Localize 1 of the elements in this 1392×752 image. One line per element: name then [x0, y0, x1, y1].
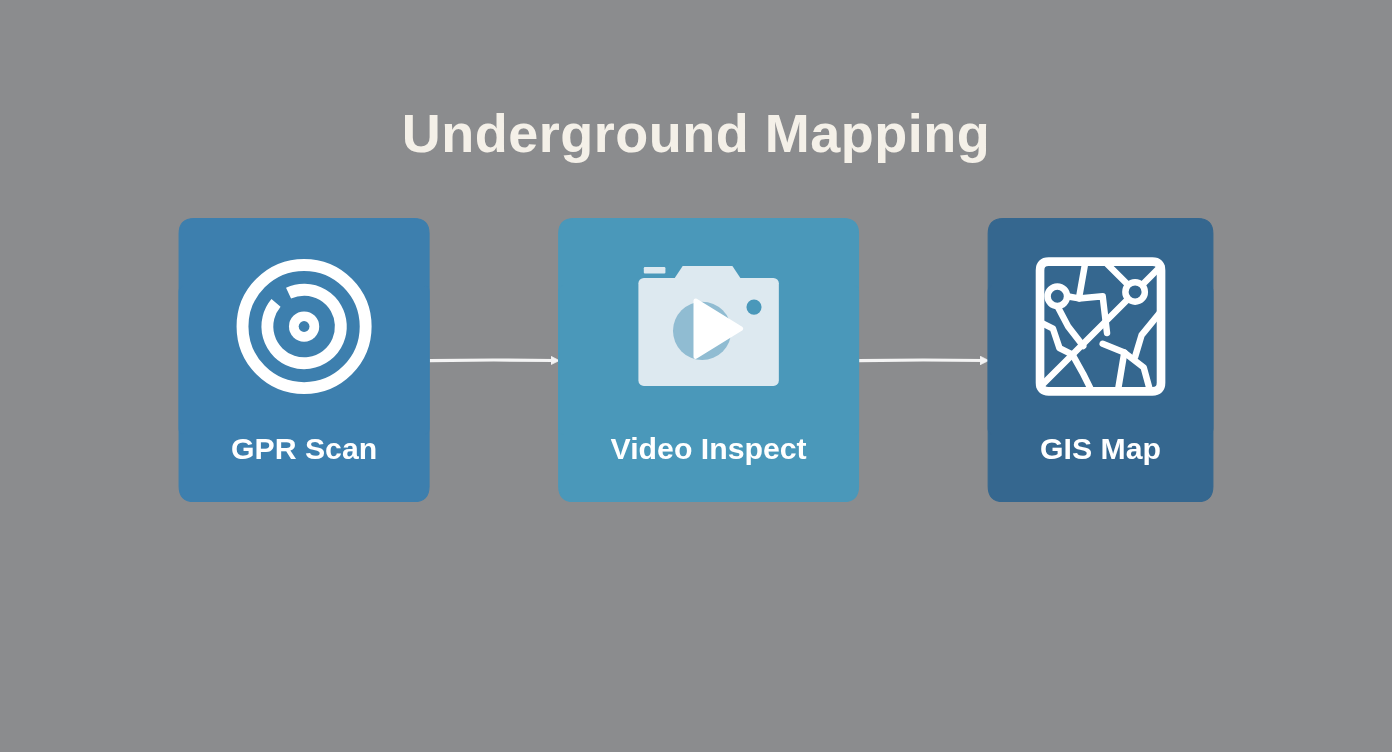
- diagram-title: Underground Mapping: [401, 103, 991, 163]
